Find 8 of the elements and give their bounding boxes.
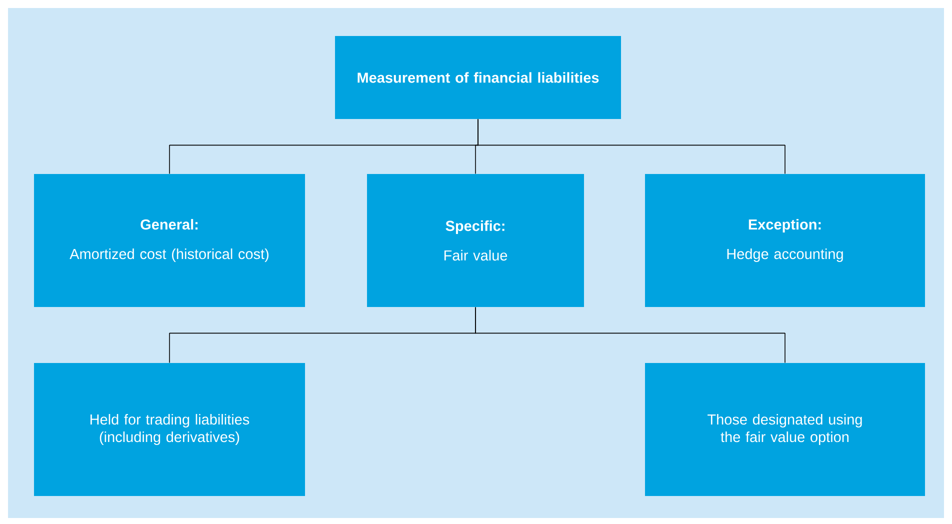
category-box: Measurement of financial liabilities <box>335 36 621 119</box>
category-box: Those designated using the fair value option <box>645 363 925 496</box>
connector-line <box>478 118 786 174</box>
category-box: Held for trading liabilities (including derivatives) <box>34 363 305 496</box>
category-box: General: Amortized cost (historical cost) <box>34 174 305 307</box>
connector-line <box>475 306 786 364</box>
category-box: Specific: Fair value <box>367 174 584 307</box>
category-box: Exception: Hedge accounting <box>645 174 925 307</box>
